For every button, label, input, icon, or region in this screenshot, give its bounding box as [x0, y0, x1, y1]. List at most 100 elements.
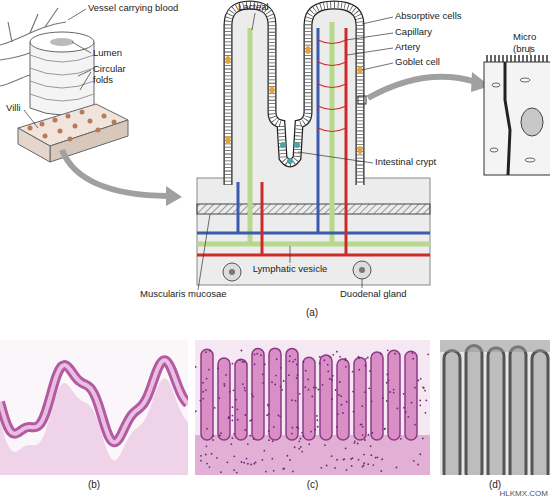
- nucleus-dot: [214, 407, 216, 409]
- nucleus-dot: [352, 457, 354, 459]
- nucleus-dot: [206, 463, 208, 465]
- nucleus-dot: [195, 410, 197, 412]
- nucleus-dot: [235, 399, 237, 401]
- mucosal-fold: [0, 360, 188, 442]
- nucleus-dot: [281, 389, 283, 391]
- nucleus-dot: [339, 356, 341, 358]
- villus-bump: [112, 120, 117, 125]
- nucleus-dot: [354, 440, 356, 442]
- fold-line: [30, 55, 94, 62]
- organelle: [520, 78, 530, 82]
- nucleus-dot: [288, 374, 290, 376]
- villus-section: [337, 359, 349, 440]
- nucleus-dot: [232, 415, 234, 417]
- nucleus-dot: [213, 435, 215, 437]
- nucleus-dot: [268, 413, 270, 415]
- intestine-tube: [30, 42, 94, 115]
- villus-section: [252, 348, 264, 440]
- leader-line: [80, 72, 91, 90]
- capillary-network: [318, 40, 346, 132]
- nucleus-dot: [352, 391, 354, 393]
- nucleus-dot: [319, 362, 321, 364]
- nucleus-dot: [342, 412, 344, 414]
- nucleus-dot: [313, 387, 315, 389]
- part-label: (brus: [513, 44, 550, 55]
- nucleus-dot: [233, 469, 235, 471]
- nucleus-dot: [414, 387, 416, 389]
- nucleus-dot: [233, 433, 235, 435]
- nucleus-dot: [296, 377, 298, 379]
- nucleus-dot: [338, 394, 340, 396]
- nucleus-dot: [275, 375, 277, 377]
- nucleus-dot: [195, 366, 197, 368]
- panel-letter: (b): [0, 479, 188, 490]
- nucleus-dot: [253, 438, 255, 440]
- nucleus-dot: [340, 395, 342, 397]
- submucosa-block: [197, 178, 430, 285]
- nucleus-dot: [317, 426, 319, 428]
- villus-bump: [68, 137, 73, 142]
- watermark: HLKMX.COM: [478, 489, 548, 498]
- fold-line: [30, 68, 94, 75]
- gland-lumen: [229, 269, 235, 275]
- nucleus-dot: [233, 389, 235, 391]
- nucleus-dot: [289, 355, 291, 357]
- nucleus-dot: [383, 428, 385, 430]
- nucleus-dot: [206, 428, 208, 430]
- nucleus-dot: [297, 427, 299, 429]
- nucleus-dot: [250, 464, 252, 466]
- nucleus-dot: [232, 406, 234, 408]
- fold-line: [30, 94, 94, 101]
- nucleus-dot: [335, 389, 337, 391]
- nucleus-dot: [380, 353, 382, 355]
- nucleus-dot: [208, 369, 210, 371]
- crypt-cells: [280, 142, 300, 164]
- nucleus-dot: [375, 457, 377, 459]
- nucleus-dot: [291, 433, 293, 435]
- nucleus-dot: [244, 429, 246, 431]
- nucleus-dot: [360, 424, 362, 426]
- nucleus-dot: [205, 454, 207, 456]
- nucleus-dot: [202, 382, 204, 384]
- nucleus-dot: [365, 358, 367, 360]
- leader-line: [347, 48, 393, 55]
- nucleus-dot: [268, 439, 270, 441]
- nucleus-dot: [249, 435, 251, 437]
- nucleus-dot: [271, 458, 273, 460]
- nucleus-dot: [368, 434, 370, 436]
- zoom-arrow: [62, 150, 168, 196]
- capillary-line: [318, 84, 346, 88]
- nucleus-dot: [372, 464, 374, 466]
- nucleus-dot: [241, 461, 243, 463]
- nucleus-dot: [419, 453, 421, 455]
- nucleus-dot: [345, 366, 347, 368]
- nucleus-dot: [386, 400, 388, 402]
- nucleus-dot: [322, 384, 324, 386]
- nucleus-dot: [291, 399, 293, 401]
- micrograph-image: [440, 340, 550, 475]
- nucleus-dot: [251, 393, 253, 395]
- nucleus-dot: [292, 361, 294, 363]
- nucleus-dot: [282, 468, 284, 470]
- villus-bump: [43, 134, 48, 139]
- tube-opening: [30, 32, 94, 52]
- nucleus-dot: [200, 455, 202, 457]
- nucleus-dot: [244, 387, 246, 389]
- nucleus-dot: [225, 374, 227, 376]
- nucleus-dot: [232, 437, 234, 439]
- villus-bump: [102, 114, 107, 119]
- lacteal-vessel: [330, 22, 335, 244]
- organelle: [490, 148, 498, 152]
- nucleus-dot: [331, 379, 333, 381]
- nucleus-dot: [206, 378, 208, 380]
- absorptive-cell: [484, 62, 550, 175]
- leader-line: [68, 9, 86, 20]
- organelle: [525, 158, 535, 162]
- nucleus-dot: [422, 438, 424, 440]
- nucleus-dot: [381, 458, 383, 460]
- nucleus-dot: [326, 465, 328, 467]
- artery-vessel: [197, 254, 430, 257]
- gland-lumen: [359, 267, 365, 273]
- nucleus-dot: [296, 374, 298, 376]
- nucleus-dot: [295, 400, 297, 402]
